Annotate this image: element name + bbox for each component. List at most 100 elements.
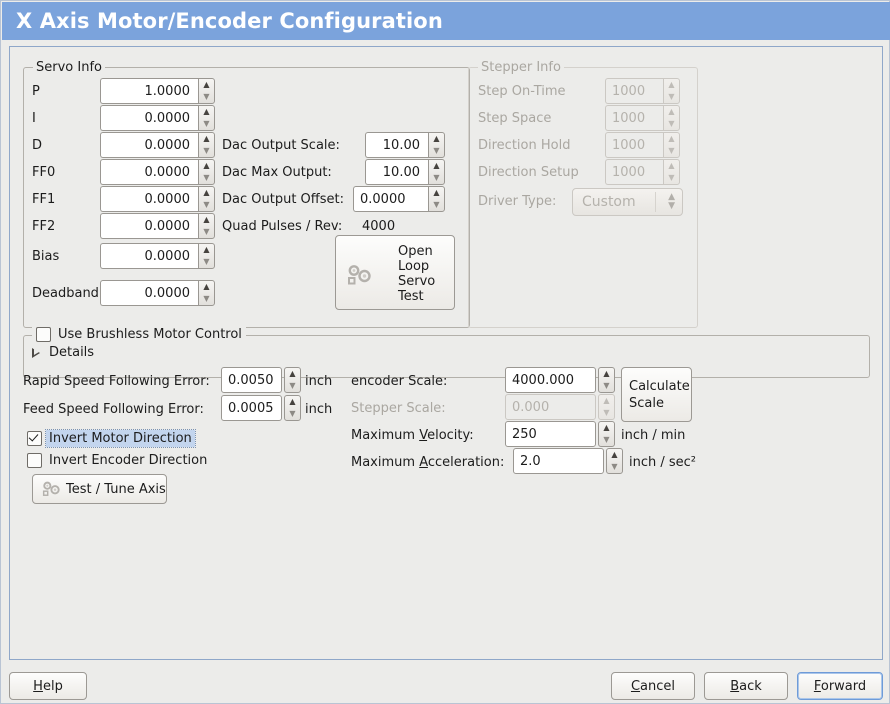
spin-up-icon[interactable]: ▲ (433, 188, 440, 197)
servo-spin-bias[interactable]: 0.0000 ▲ ▼ (100, 243, 215, 269)
spin-up-icon[interactable]: ▲ (203, 282, 210, 291)
feed-following-error-spin[interactable]: 0.0005 ▲ ▼ (221, 395, 301, 421)
servo-value-d[interactable]: 0.0000 (100, 132, 198, 158)
dac-output-offset-buttons[interactable]: ▲ ▼ (428, 186, 445, 212)
maximum-velocity-buttons[interactable]: ▲ ▼ (598, 421, 615, 447)
spin-down-icon[interactable]: ▼ (203, 146, 210, 155)
servo-spin-ff1[interactable]: 0.0000 ▲ ▼ (100, 186, 215, 212)
spin-up-icon[interactable]: ▲ (611, 450, 618, 459)
spin-down-icon: ▼ (603, 408, 610, 417)
spin-up-icon[interactable]: ▲ (603, 423, 610, 432)
dac-output-offset-spin[interactable]: 0.0000 ▲ ▼ (353, 186, 445, 212)
spin-up-icon[interactable]: ▲ (203, 80, 210, 89)
back-button[interactable]: Back (704, 672, 788, 700)
cancel-button[interactable]: Cancel (611, 672, 695, 700)
spin-down-icon[interactable]: ▼ (203, 227, 210, 236)
open-loop-servo-test-button[interactable]: Open Loop Servo Test (335, 235, 455, 310)
servo-spin-ff2-buttons[interactable]: ▲ ▼ (198, 213, 215, 239)
help-button[interactable]: Help (9, 672, 87, 700)
use-brushless-motor-control-checkbox[interactable]: Use Brushless Motor Control (32, 327, 246, 342)
servo-spin-d-buttons[interactable]: ▲ ▼ (198, 132, 215, 158)
stepper-scale-label: Stepper Scale: (351, 401, 446, 416)
maximum-acceleration-spin[interactable]: 2.0 ▲ ▼ (513, 448, 623, 474)
spin-down-icon[interactable]: ▼ (203, 119, 210, 128)
calculate-scale-button[interactable]: Calculate Scale (621, 367, 692, 422)
encoder-scale-value[interactable]: 4000.000 (505, 367, 596, 393)
servo-spin-bias-buttons[interactable]: ▲ ▼ (198, 243, 215, 269)
rapid-following-error-label: Rapid Speed Following Error: (23, 374, 210, 389)
chevron-right-icon[interactable] (32, 347, 40, 358)
encoder-scale-spin[interactable]: 4000.000 ▲ ▼ (505, 367, 615, 393)
feed-following-error-value[interactable]: 0.0005 (221, 395, 282, 421)
servo-spin-ff2[interactable]: 0.0000 ▲ ▼ (100, 213, 215, 239)
servo-spin-deadband-buttons[interactable]: ▲ ▼ (198, 280, 215, 306)
rapid-following-error-value[interactable]: 0.0050 (221, 367, 282, 393)
invert-motor-direction-checkbox[interactable]: Invert Motor Direction (27, 429, 196, 448)
servo-spin-p[interactable]: 1.0000 ▲ ▼ (100, 78, 215, 104)
servo-spin-d[interactable]: 0.0000 ▲ ▼ (100, 132, 215, 158)
spin-down-icon[interactable]: ▼ (203, 257, 210, 266)
checkbox-box[interactable] (36, 327, 51, 342)
spin-down-icon[interactable]: ▼ (433, 200, 440, 209)
servo-spin-ff1-buttons[interactable]: ▲ ▼ (198, 186, 215, 212)
servo-spin-p-buttons[interactable]: ▲ ▼ (198, 78, 215, 104)
rapid-following-error-buttons[interactable]: ▲ ▼ (284, 367, 301, 393)
spin-down-icon[interactable]: ▼ (433, 146, 440, 155)
servo-value-deadband[interactable]: 0.0000 (100, 280, 198, 306)
servo-value-ff1[interactable]: 0.0000 (100, 186, 198, 212)
spin-up-icon[interactable]: ▲ (433, 161, 440, 170)
maximum-velocity-value[interactable]: 250 (505, 421, 596, 447)
servo-spin-deadband[interactable]: 0.0000 ▲ ▼ (100, 280, 215, 306)
dac-max-output-value[interactable]: 10.00 (365, 159, 428, 185)
servo-value-bias[interactable]: 0.0000 (100, 243, 198, 269)
spin-up-icon[interactable]: ▲ (203, 161, 210, 170)
spin-up-icon[interactable]: ▲ (289, 369, 296, 378)
encoder-scale-buttons[interactable]: ▲ ▼ (598, 367, 615, 393)
spin-up-icon[interactable]: ▲ (203, 107, 210, 116)
checkbox-box[interactable] (27, 431, 42, 446)
servo-value-p[interactable]: 1.0000 (100, 78, 198, 104)
dac-output-scale-value[interactable]: 10.00 (365, 132, 428, 158)
spin-down-icon[interactable]: ▼ (603, 381, 610, 390)
dac-max-output-spin[interactable]: 10.00 ▲ ▼ (365, 159, 445, 185)
spin-down-icon[interactable]: ▼ (203, 92, 210, 101)
details-expander[interactable]: Details (32, 345, 94, 360)
spin-down-icon[interactable]: ▼ (289, 381, 296, 390)
invert-encoder-direction-checkbox[interactable]: Invert Encoder Direction (27, 453, 207, 468)
servo-spin-i[interactable]: 0.0000 ▲ ▼ (100, 105, 215, 131)
spin-up-icon[interactable]: ▲ (203, 134, 210, 143)
dac-output-offset-value[interactable]: 0.0000 (353, 186, 428, 212)
spin-up-icon[interactable]: ▲ (603, 369, 610, 378)
servo-value-ff2[interactable]: 0.0000 (100, 213, 198, 239)
spin-down-icon[interactable]: ▼ (433, 173, 440, 182)
servo-value-ff0[interactable]: 0.0000 (100, 159, 198, 185)
feed-following-error-buttons[interactable]: ▲ ▼ (284, 395, 301, 421)
dac-output-scale-buttons[interactable]: ▲ ▼ (428, 132, 445, 158)
spin-up-icon[interactable]: ▲ (203, 215, 210, 224)
servo-spin-ff0-buttons[interactable]: ▲ ▼ (198, 159, 215, 185)
dac-max-output-buttons[interactable]: ▲ ▼ (428, 159, 445, 185)
forward-button[interactable]: Forward (797, 672, 883, 700)
spin-up-icon[interactable]: ▲ (203, 245, 210, 254)
maximum-velocity-spin[interactable]: 250 ▲ ▼ (505, 421, 615, 447)
spin-up-icon[interactable]: ▲ (433, 134, 440, 143)
rapid-following-error-spin[interactable]: 0.0050 ▲ ▼ (221, 367, 301, 393)
servo-value-i[interactable]: 0.0000 (100, 105, 198, 131)
spin-down-icon[interactable]: ▼ (203, 200, 210, 209)
spin-down-icon[interactable]: ▼ (203, 173, 210, 182)
checkbox-box[interactable] (27, 453, 42, 468)
servo-label-p: P (32, 84, 40, 99)
servo-info-legend: Servo Info (33, 60, 105, 75)
test-tune-axis-button[interactable]: Test / Tune Axis (32, 474, 167, 504)
spin-up-icon[interactable]: ▲ (289, 397, 296, 406)
spin-down-icon[interactable]: ▼ (289, 409, 296, 418)
servo-spin-ff0[interactable]: 0.0000 ▲ ▼ (100, 159, 215, 185)
maximum-acceleration-value[interactable]: 2.0 (513, 448, 604, 474)
dac-output-scale-spin[interactable]: 10.00 ▲ ▼ (365, 132, 445, 158)
spin-down-icon[interactable]: ▼ (203, 294, 210, 303)
maximum-acceleration-buttons[interactable]: ▲ ▼ (606, 448, 623, 474)
spin-up-icon[interactable]: ▲ (203, 188, 210, 197)
spin-down-icon[interactable]: ▼ (611, 462, 618, 471)
servo-spin-i-buttons[interactable]: ▲ ▼ (198, 105, 215, 131)
spin-down-icon[interactable]: ▼ (603, 435, 610, 444)
